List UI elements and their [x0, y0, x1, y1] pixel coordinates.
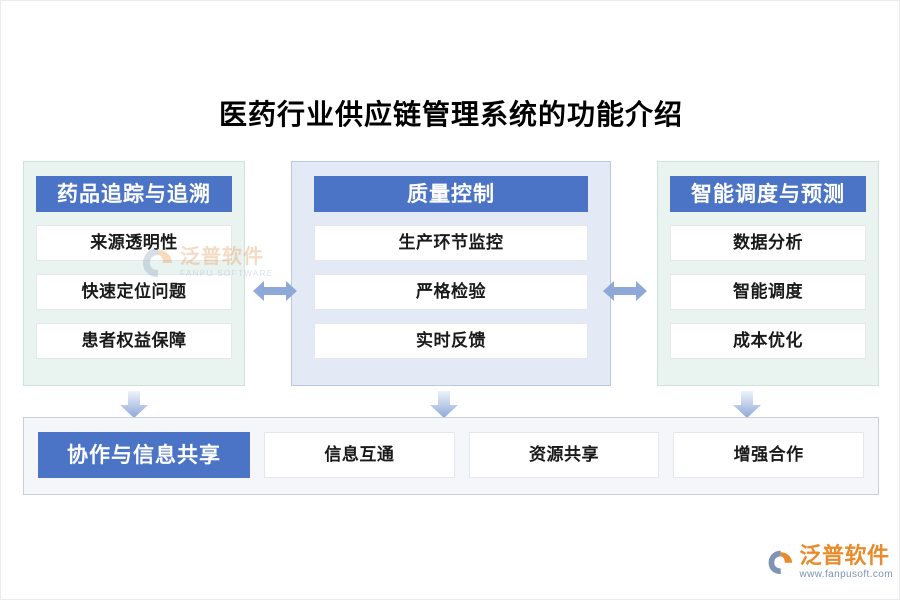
card-3-2[interactable]: 智能调度: [670, 274, 866, 310]
fanpu-logo-icon: [768, 550, 793, 575]
card-3-3[interactable]: 成本优化: [670, 323, 866, 359]
panel-quality-control: 质量控制 生产环节监控 严格检验 实时反馈: [291, 161, 611, 386]
card-1-3[interactable]: 患者权益保障: [36, 323, 232, 359]
page-title: 医药行业供应链管理系统的功能介绍: [218, 100, 683, 131]
down-arrow-icon: [732, 391, 762, 419]
panel-header-3: 智能调度与预测: [670, 176, 866, 212]
card-2-3[interactable]: 实时反馈: [314, 323, 588, 359]
panel-collaboration: 协作与信息共享 信息互通 资源共享 增强合作: [23, 417, 879, 495]
bottom-card-3[interactable]: 增强合作: [673, 432, 865, 478]
card-3-1[interactable]: 数据分析: [670, 225, 866, 261]
down-arrow-icon: [429, 391, 459, 419]
brand-logo: 泛普软件 www.fanpusoft.com: [767, 539, 893, 585]
bottom-row: 协作与信息共享 信息互通 资源共享 增强合作: [38, 432, 865, 478]
brand-name: 泛普软件: [799, 542, 890, 568]
card-1-1[interactable]: 来源透明性: [36, 225, 232, 261]
panel-smart-scheduling: 智能调度与预测 数据分析 智能调度 成本优化: [657, 161, 879, 386]
card-2-2[interactable]: 严格检验: [314, 274, 588, 310]
panel-drug-tracking: 药品追踪与追溯 来源透明性 快速定位问题 患者权益保障: [23, 161, 245, 386]
down-arrow-icon: [119, 391, 149, 419]
bottom-card-2[interactable]: 资源共享: [468, 432, 660, 478]
columns-region: 药品追踪与追溯 来源透明性 快速定位问题 患者权益保障 质量控制 生产环节监控 …: [23, 161, 879, 386]
panel-header-2: 质量控制: [314, 176, 588, 212]
card-2-1[interactable]: 生产环节监控: [314, 225, 588, 261]
panel-header-1: 药品追踪与追溯: [36, 176, 232, 212]
card-1-2[interactable]: 快速定位问题: [36, 274, 232, 310]
brand-logo-text: 泛普软件 www.fanpusoft.com: [799, 542, 893, 580]
bottom-header: 协作与信息共享: [38, 432, 250, 478]
brand-url: www.fanpusoft.com: [799, 568, 893, 580]
left-right-arrow-icon: [603, 278, 647, 304]
left-right-arrow-icon: [253, 278, 297, 304]
bottom-card-1[interactable]: 信息互通: [264, 432, 455, 478]
